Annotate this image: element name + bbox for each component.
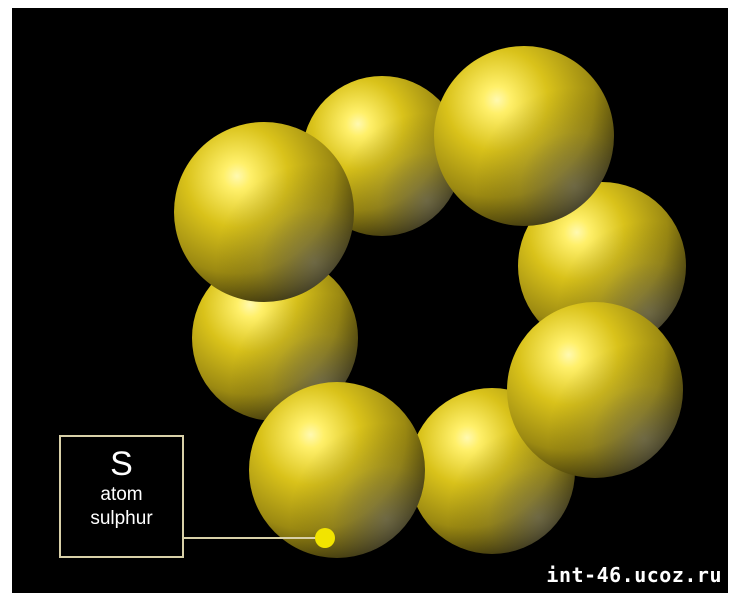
sulfur-atom-2 xyxy=(518,182,686,350)
element-symbol: S xyxy=(110,445,133,483)
molecule-scene: S atom sulphur int-46.ucoz.ru xyxy=(12,8,728,593)
atom-legend-box: S atom sulphur xyxy=(59,435,184,558)
legend-pointer-dot xyxy=(315,528,335,548)
sulfur-atom-6 xyxy=(174,122,354,302)
sulfur-ring-illustration xyxy=(174,46,686,558)
watermark: int-46.ucoz.ru xyxy=(546,563,722,587)
legend-element-name: sulphur xyxy=(90,508,153,529)
sulfur-atom-5 xyxy=(434,46,614,226)
sulfur-atom-8 xyxy=(249,382,425,558)
sulfur-atom-7 xyxy=(507,302,683,478)
legend-atom-label: atom xyxy=(100,484,143,505)
